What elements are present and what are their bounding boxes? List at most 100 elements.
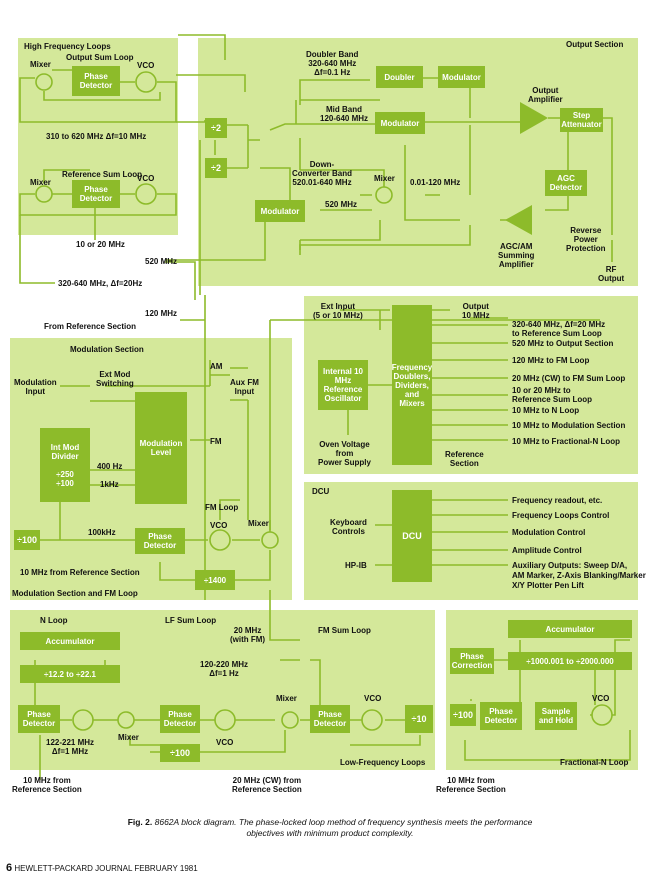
dcu-panel bbox=[304, 482, 638, 600]
output-sum-loop-label: Output Sum Loop bbox=[66, 53, 134, 62]
step-attenuator-block: Step Attenuator bbox=[560, 108, 603, 132]
agc-am-1: AGC/AM bbox=[500, 242, 533, 251]
divide-2-upper: ÷2 bbox=[205, 118, 227, 138]
dcu-output-6: X/Y Plotter Pen Lift bbox=[512, 581, 584, 590]
freq-100khz: 100kHz bbox=[88, 528, 116, 537]
div12-22-block: ÷12.2 to ÷22.1 bbox=[20, 665, 120, 683]
mid-band-freq: 120-640 MHz bbox=[320, 114, 369, 123]
doubler-block: Doubler bbox=[376, 66, 423, 88]
dcu-output-3: Amplitude Control bbox=[512, 546, 582, 555]
caption-text: 8662A block diagram. The phase-locked lo… bbox=[154, 817, 533, 838]
bot-frac-2: Reference Section bbox=[436, 785, 506, 794]
hf-loops-title: High Frequency Loops bbox=[24, 42, 111, 51]
keyboard-2: Controls bbox=[332, 527, 365, 536]
freq-400hz: 400 Hz bbox=[97, 462, 123, 471]
accumulator-frac-block: Accumulator bbox=[508, 620, 632, 638]
freq-120-220-text: 120-220 MHz bbox=[200, 660, 249, 669]
freq-122-221-text: 122-221 MHz bbox=[46, 738, 95, 747]
ref-section-word-1: Reference bbox=[445, 450, 484, 459]
fractional-n-title: Fractional-N Loop bbox=[560, 758, 629, 767]
keyboard-1: Keyboard bbox=[330, 518, 367, 527]
page-footer: 6 HEWLETT-PACKARD JOURNAL FEBRUARY 1981 bbox=[6, 862, 198, 874]
bot-lf-2: Reference Section bbox=[232, 785, 302, 794]
phase-correction-block: Phase Correction bbox=[450, 648, 494, 674]
ref-output-1: to Reference Sum Loop bbox=[512, 329, 602, 338]
div100-frac-block: ÷100 bbox=[450, 704, 476, 726]
ref-output-3: 120 MHz to FM Loop bbox=[512, 356, 590, 365]
caption-fig-number: Fig. 2. bbox=[127, 817, 153, 827]
lf-phase-detector: Phase Detector bbox=[160, 705, 200, 733]
freq-310-620: 310 to 620 MHz Δf=10 MHz bbox=[46, 132, 147, 141]
freq-120: 120 MHz bbox=[145, 309, 178, 318]
mixer-label-fmsum: Mixer bbox=[276, 694, 297, 703]
oven-3: Power Supply bbox=[318, 458, 371, 467]
internal-ref-osc-block: Internal 10 MHz Reference Oscillator bbox=[318, 360, 368, 410]
dcu-output-2: Modulation Control bbox=[512, 528, 586, 537]
doubler-band-freq: 320-640 MHz bbox=[308, 59, 357, 68]
ext-input-1: Ext Input bbox=[320, 302, 355, 311]
journal-name: HEWLETT-PACKARD JOURNAL FEBRUARY 1981 bbox=[14, 864, 198, 873]
low-frequency-loops-title: Low-Frequency Loops bbox=[340, 758, 426, 767]
modulation-section-title: Modulation Section bbox=[70, 345, 144, 354]
bot-lf-1: 20 MHz (CW) from bbox=[232, 776, 302, 785]
modulator-upper: Modulator bbox=[438, 66, 485, 88]
int-mod-div100: ÷100 bbox=[56, 478, 74, 488]
frac-phase-detector: Phase Detector bbox=[480, 702, 522, 730]
down-conv-2: Converter Band bbox=[292, 169, 353, 178]
freq-20-fm-2: (with FM) bbox=[230, 635, 266, 644]
output-amp-2: Amplifier bbox=[528, 95, 563, 104]
page-number: 6 bbox=[6, 862, 13, 874]
lf-sum-loop-title: LF Sum Loop bbox=[165, 616, 217, 625]
fm-sum-loop-title: FM Sum Loop bbox=[318, 626, 371, 635]
freq-10-from-ref: 10 MHz from Reference Section bbox=[20, 568, 140, 577]
n-loop-title: N Loop bbox=[40, 616, 68, 625]
fm-loop-label: FM Loop bbox=[205, 503, 239, 512]
dcu-title: DCU bbox=[312, 487, 330, 496]
freq-520-b: 520 MHz bbox=[325, 200, 358, 209]
vco-label-lf: VCO bbox=[216, 738, 234, 747]
n-phase-detector: Phase Detector bbox=[18, 705, 60, 733]
div100-fm-block: ÷100 bbox=[14, 530, 40, 550]
int-mod-div250: ÷250 bbox=[56, 469, 74, 479]
reference-sum-loop-label: Reference Sum Loop bbox=[62, 170, 143, 179]
div10-block: ÷10 bbox=[405, 705, 433, 733]
ref-output-7: 10 MHz to N Loop bbox=[512, 406, 580, 415]
vco-label-fm: VCO bbox=[210, 521, 228, 530]
mod-fm-footer-label: Modulation Section and FM Loop bbox=[12, 589, 138, 598]
modulator-lower: Modulator bbox=[255, 200, 305, 222]
ref-output-2: 520 MHz to Output Section bbox=[512, 339, 614, 348]
ext-input-2: (5 or 10 MHz) bbox=[313, 311, 363, 320]
output-amplifier-triangle bbox=[520, 102, 548, 134]
ext-mod-2: Switching bbox=[96, 379, 134, 388]
freq-0-01-120: 0.01-120 MHz bbox=[410, 178, 461, 187]
mod-input-2: Input bbox=[25, 387, 46, 396]
hpib-label: HP-IB bbox=[345, 561, 367, 570]
freq-20-fm-1: 20 MHz bbox=[233, 626, 262, 635]
reverse-power-2: Power bbox=[573, 235, 598, 244]
agc-am-2: Summing bbox=[498, 251, 535, 260]
mod-input-1: Modulation bbox=[14, 378, 57, 387]
vco-label-frac: VCO bbox=[592, 694, 610, 703]
dcu-output-4: Auxiliary Outputs: Sweep D/A, bbox=[512, 561, 628, 570]
ref-output-5: 10 or 20 MHz to bbox=[512, 386, 571, 395]
mixer-label-1: Mixer bbox=[30, 60, 51, 69]
ref-output-4: 20 MHz (CW) to FM Sum Loop bbox=[512, 374, 626, 383]
mixer-label-2: Mixer bbox=[30, 178, 51, 187]
freq-20-with-fm: 20 MHz(with FM) bbox=[230, 626, 265, 644]
sample-hold-block: Sample and Hold bbox=[535, 702, 577, 730]
div1400-block: ÷1400 bbox=[195, 570, 235, 590]
